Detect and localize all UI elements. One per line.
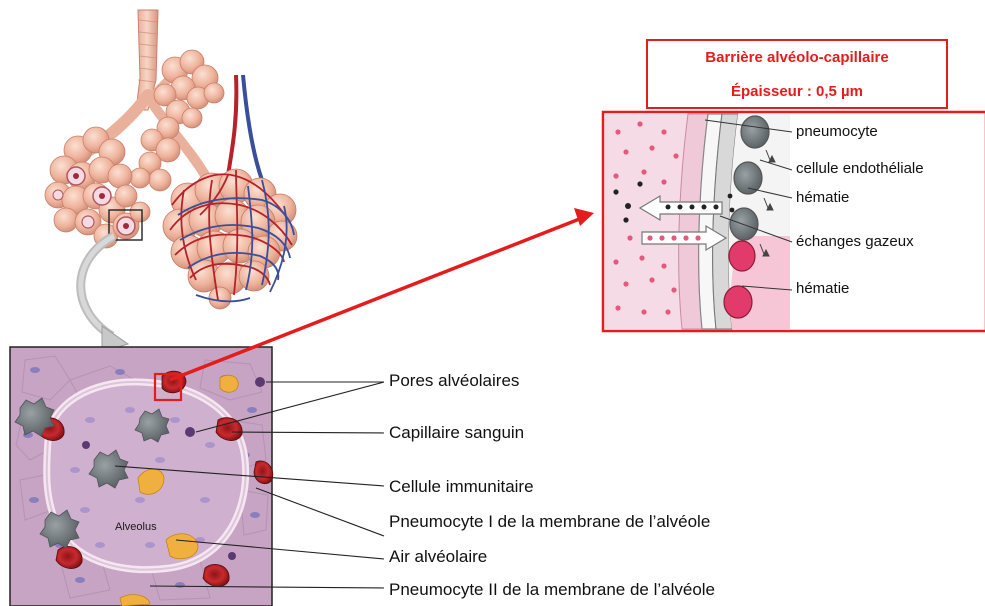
barrier-title: Barrière alvéolo-capillaire	[648, 49, 946, 66]
barrier-thickness: Épaisseur : 0,5 µm	[648, 83, 946, 100]
label-alveolus: Alveolus	[115, 521, 157, 533]
label-pores-alveolaires: Pores alvéolaires	[389, 371, 519, 391]
label-pneumocyte-2: Pneumocyte II de la membrane de l’alvéol…	[389, 580, 715, 600]
label-hematie-1: hématie	[796, 189, 849, 206]
label-capillaire-sanguin: Capillaire sanguin	[389, 423, 524, 443]
label-cellule-endotheliale: cellule endothéliale	[796, 160, 924, 177]
label-cellule-immunitaire: Cellule immunitaire	[389, 477, 534, 497]
label-air-alveolaire: Air alvéolaire	[389, 547, 487, 567]
barrier-title-box: Barrière alvéolo-capillaire Épaisseur : …	[646, 39, 948, 109]
zoom-arrow	[81, 236, 128, 352]
label-pneumocyte: pneumocyte	[796, 123, 878, 140]
label-echanges-gazeux: échanges gazeux	[796, 233, 914, 250]
label-pneumocyte-1: Pneumocyte I de la membrane de l’alvéole	[389, 512, 710, 532]
label-hematie-2: hématie	[796, 280, 849, 297]
alveolus-section	[10, 347, 273, 606]
barrier-inset	[603, 112, 985, 331]
